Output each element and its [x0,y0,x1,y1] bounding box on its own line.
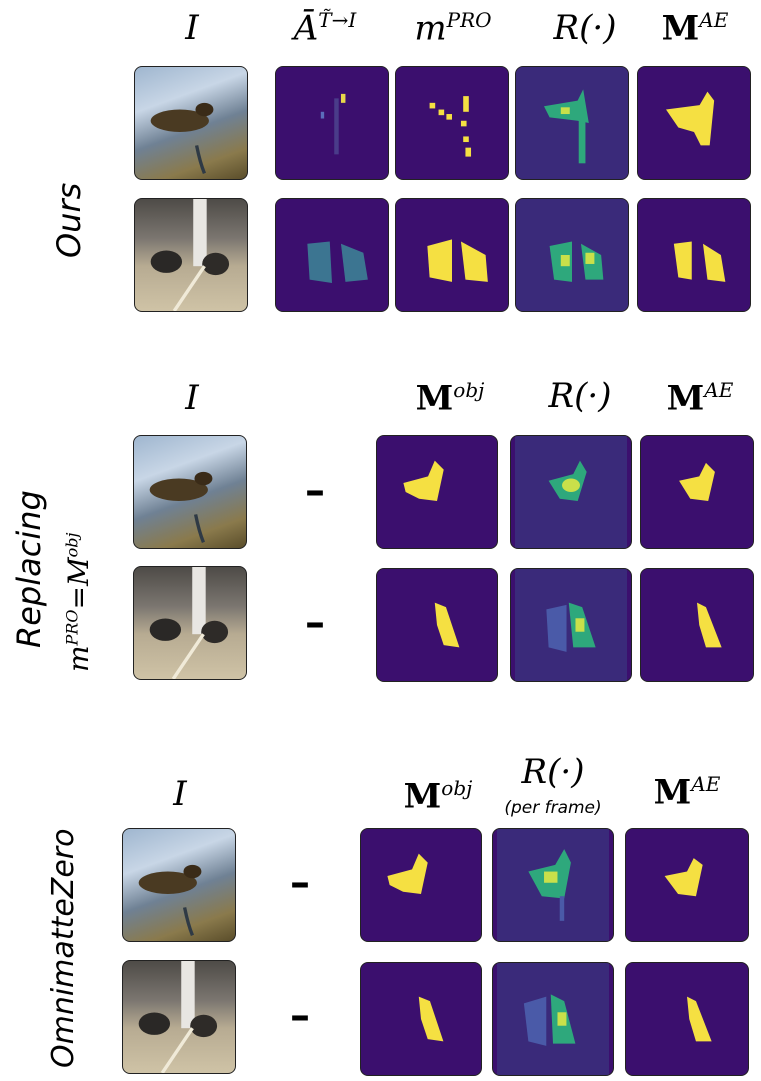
s2-header-mae-sup: AE [704,378,734,402]
s3-caption-per-frame: (per frame) [504,798,602,818]
s3-header-mobj-base: M [403,776,442,817]
s3-r-cat [492,962,614,1076]
attention-map-duck [275,66,389,180]
input-image-duck [134,66,248,180]
s2-r-cat [510,568,632,682]
s3-mobj-cat [360,962,482,1076]
sublabel-m: m [62,645,95,672]
header-attention: ĀT̃→I [270,8,380,48]
header-mpro-base: m [414,8,447,49]
header-mae-base: M [661,8,700,49]
r-map-cat [515,198,629,312]
mae-map-duck [637,66,751,180]
header-attention-sup: T̃→I [318,8,357,32]
s2-dash-cat: – [305,600,325,646]
s3-header-mae: MAE [632,772,742,812]
mae-map-cat [637,198,751,312]
s2-header-input: I [185,378,199,418]
r-map-duck [515,66,629,180]
sublabel-obj: obj [62,532,82,558]
s2-header-mobj-sup: obj [453,378,485,402]
s3-mae-cat [625,962,749,1076]
header-mae: MAE [640,8,750,48]
s3-mobj-duck [360,828,482,942]
s3-mae-duck [625,828,749,942]
s3-header-mobj: Mobj [378,776,498,816]
s3-header-mae-base: M [653,772,692,813]
header-attention-base: Ā [293,8,319,49]
s3-r-duck [492,828,614,942]
header-mpro: mPRO [398,8,508,48]
mpro-map-cat [395,198,509,312]
s2-header-mobj-base: M [415,378,454,419]
header-mae-sup: AE [699,8,729,32]
row-label-ours: Ours [50,182,88,258]
header-r: R(·) [553,8,617,48]
attention-map-cat [275,198,389,312]
input-image-cat [134,198,248,312]
mpro-map-duck [395,66,509,180]
sublabel-eqm: =M [62,557,95,610]
header-mpro-sup: PRO [446,8,492,32]
s2-mobj-duck [376,435,498,549]
s2-mae-duck [640,435,754,549]
s3-dash-cat: – [290,993,310,1039]
s3-header-mobj-sup: obj [441,776,473,800]
s2-mobj-cat [376,568,498,682]
s2-dash-duck: – [305,468,325,514]
s3-header-input: I [173,774,187,814]
s2-header-r: R(·) [548,376,612,416]
s3-dash-duck: – [290,860,310,906]
s2-header-mae: MAE [645,378,755,418]
s2-input-image-cat [133,566,247,680]
s2-mae-cat [640,568,754,682]
s2-input-image-duck [133,435,247,549]
row-label-replacing: Replacing [10,490,48,648]
s3-header-mae-sup: AE [691,772,721,796]
cat-photo-icon [150,199,230,311]
header-input: I [185,8,199,48]
s3-input-image-duck [122,828,236,942]
row-label-omnimattezero: OmnimatteZero [46,828,81,1068]
s2-header-mobj: Mobj [390,378,510,418]
duck-photo-icon [150,102,214,175]
s3-input-image-cat [122,960,236,1074]
sublabel-pro: PRO [62,609,82,646]
s2-header-mae-base: M [666,378,705,419]
s3-header-r: R(·) [521,752,585,792]
s2-r-duck [510,435,632,549]
row-sublabel-replacing: mPRO=Mobj [62,533,95,672]
